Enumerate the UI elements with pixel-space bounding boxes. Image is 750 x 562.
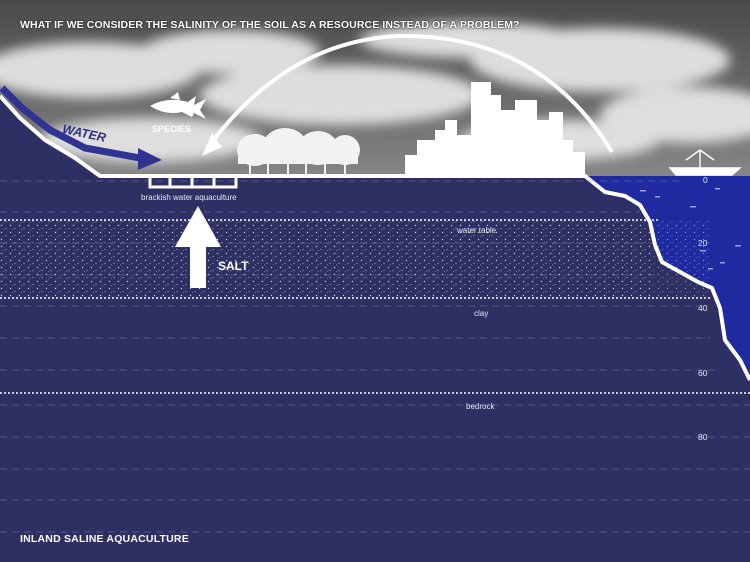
depth-tick-80: 80 [698, 432, 708, 442]
tree-line-icon [237, 128, 360, 175]
salt-arrow-icon [175, 206, 221, 288]
depth-tick-20: 20 [698, 238, 708, 248]
cycle-arc-icon [202, 33, 614, 156]
city-skyline-icon [405, 82, 585, 176]
water-table-label: water table [457, 226, 497, 235]
aquaculture-label: brackish water aquaculture [141, 193, 237, 202]
depth-gridlines [0, 180, 750, 533]
clay-label: clay [474, 309, 489, 318]
stratum-lines [0, 219, 750, 394]
boat-icon [668, 149, 742, 176]
sky [0, 0, 750, 190]
aquaculture-ponds [148, 176, 238, 189]
soil [0, 94, 750, 562]
depth-tick-60: 60 [698, 368, 708, 378]
footer-title: INLAND SALINE AQUACULTURE [20, 533, 189, 545]
depth-tick-40: 40 [698, 303, 708, 313]
headline: WHAT IF WE CONSIDER THE SALINITY OF THE … [20, 19, 520, 31]
depth-tick-0: 0 [703, 175, 708, 185]
bedrock-label: bedrock [466, 402, 495, 411]
water-arrow-icon [0, 85, 162, 170]
fish-icon [150, 92, 206, 119]
salt-label: SALT [218, 259, 249, 273]
species-label: SPECIES [152, 124, 192, 134]
